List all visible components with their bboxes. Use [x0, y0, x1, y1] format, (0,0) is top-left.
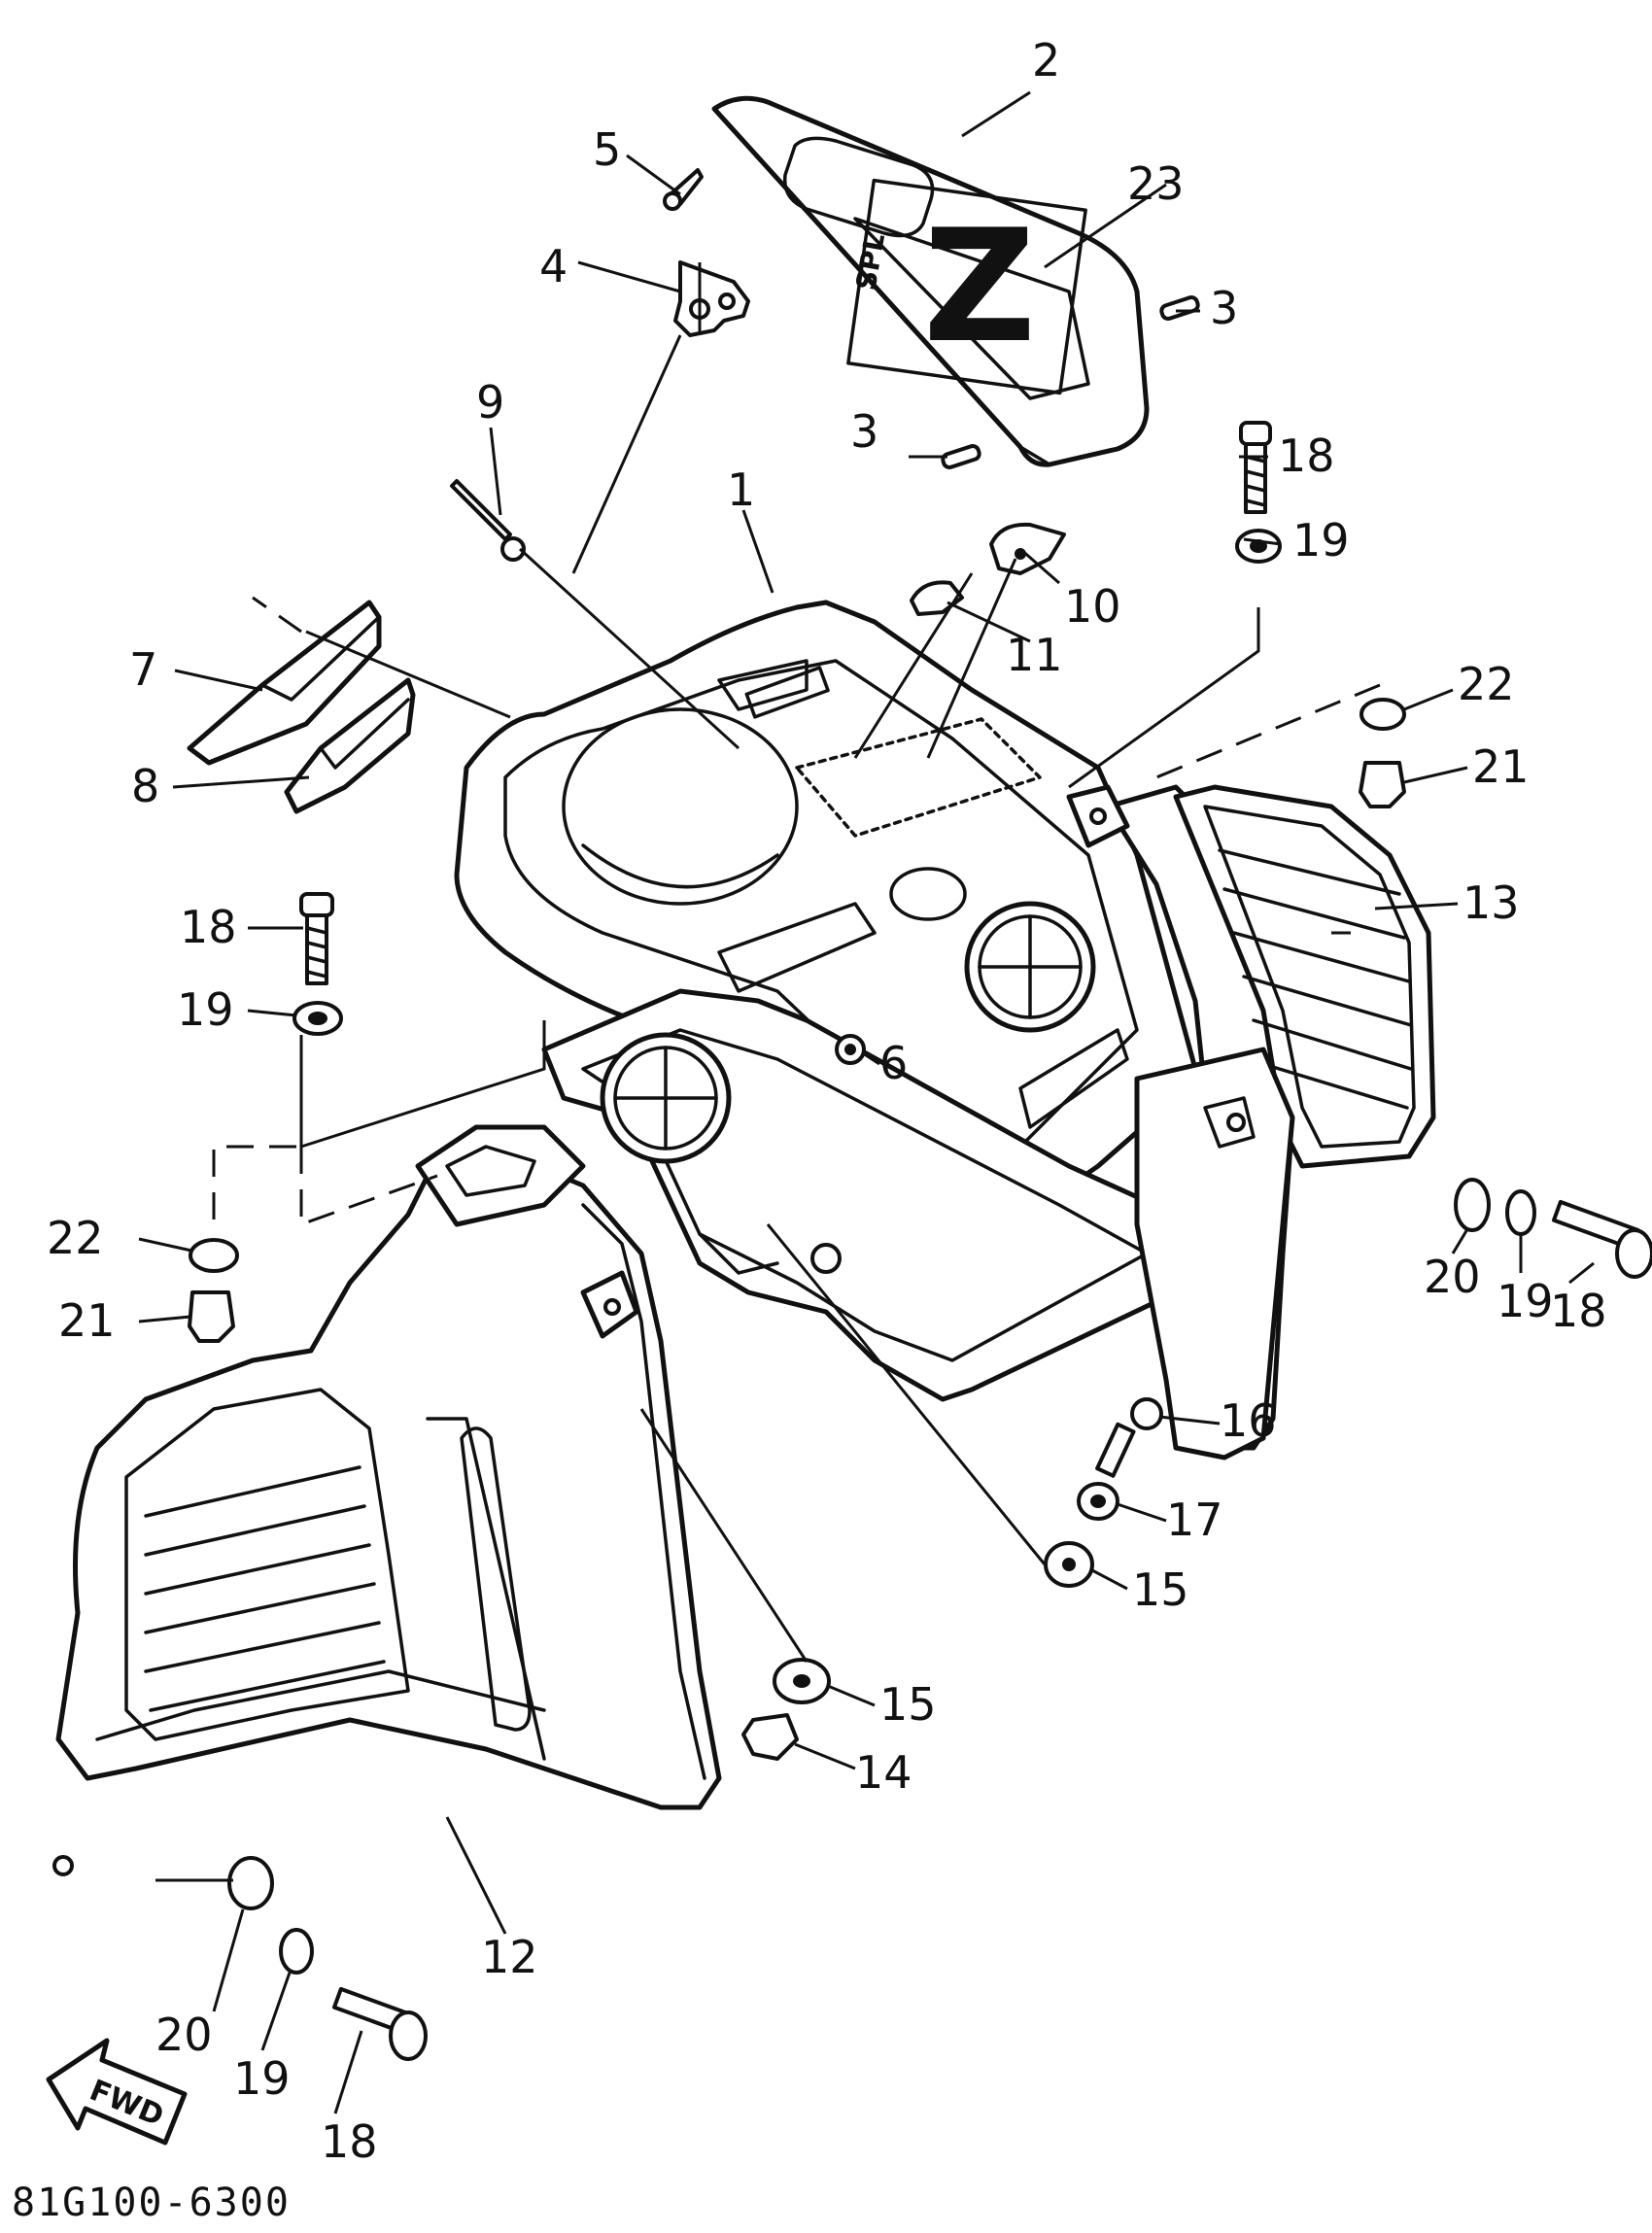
callout-labels: 2 23 3 3 5 4 9 1 10 11 7 8 18 19 22 21 1… [47, 34, 1607, 2168]
emblem-z-text: Z [923, 195, 1036, 377]
callout-19-right: 19 [1497, 1275, 1554, 1327]
emblem-23: Z SPL [849, 195, 1036, 377]
callout-16: 16 [1220, 1394, 1277, 1447]
part-19-nut-bottom-left [279, 1928, 314, 1975]
callout-18-bottom: 18 [321, 2115, 378, 2168]
callout-15-left: 15 [879, 1678, 937, 1731]
part-21-nut-right [1359, 761, 1406, 808]
part-18-bolt-right-side [1551, 1199, 1652, 1279]
diagram-code: 81G100-6300 [12, 2181, 291, 2225]
part-5-screw [663, 168, 704, 211]
part-22-washer-right [1359, 698, 1406, 731]
part-1-lower-panel [541, 988, 1179, 1402]
part-20-washer-bottom-left [227, 1856, 274, 1910]
part-18-bolt-left [299, 892, 334, 985]
part-3-pin-left [941, 444, 981, 469]
callout-22-left: 22 [47, 1212, 104, 1264]
callout-14: 14 [855, 1746, 912, 1799]
part-16-bolt [1095, 1397, 1163, 1478]
callout-2: 2 [1032, 34, 1060, 86]
part-6-grommet [835, 1034, 866, 1065]
part-20-washer-right [1454, 1178, 1491, 1232]
part-12-left-cover [52, 1134, 722, 1876]
callout-3-right: 3 [1210, 282, 1238, 334]
callout-12: 12 [481, 1931, 538, 1983]
callout-leaders [138, 90, 1595, 2114]
part-10-tab [989, 522, 1066, 575]
part-9-screw [450, 479, 526, 562]
part-3-pin-right [1159, 295, 1200, 321]
part-8-plate [284, 677, 416, 814]
part-12-upper-section [415, 1124, 586, 1227]
part-18-bolt-top-right [1239, 421, 1272, 514]
part-21-nut-left [188, 1290, 235, 1343]
part-19-nut-left [293, 1001, 343, 1036]
callout-23: 23 [1127, 157, 1185, 210]
callout-11: 11 [1006, 629, 1063, 681]
callout-19-bottom: 19 [233, 2052, 291, 2105]
callout-18-top: 18 [1278, 429, 1335, 482]
part-2-top-cover [711, 95, 1150, 467]
callout-20-right: 20 [1424, 1251, 1481, 1303]
part-15-nut-right [1044, 1541, 1094, 1588]
part-17-washer [1077, 1482, 1119, 1521]
part-19-nut-right-side [1505, 1189, 1536, 1236]
callout-22-right: 22 [1458, 658, 1515, 710]
callout-21-right: 21 [1472, 740, 1530, 793]
callout-17: 17 [1166, 1494, 1223, 1546]
callout-18-right: 18 [1550, 1285, 1607, 1337]
callout-1: 1 [727, 464, 755, 516]
callout-4: 4 [539, 240, 568, 292]
callout-10: 10 [1064, 580, 1121, 633]
part-15-nut-left [773, 1658, 831, 1704]
part-18-bolt-bottom-left [331, 1986, 428, 2061]
part-14-nut [741, 1713, 799, 1761]
assembly-lines [155, 262, 1381, 1882]
callout-9: 9 [476, 376, 504, 429]
forward-direction-arrow: FWD [46, 2038, 188, 2146]
callout-8: 8 [131, 760, 159, 812]
callout-3-left: 3 [850, 405, 878, 458]
callout-18-left: 18 [180, 901, 237, 953]
callout-19-left: 19 [177, 983, 234, 1036]
part-4-bracket [673, 260, 750, 337]
part-19-nut-top-right [1235, 529, 1282, 564]
callout-13: 13 [1463, 876, 1520, 929]
callout-6: 6 [879, 1037, 908, 1089]
callout-15-right: 15 [1132, 1563, 1189, 1616]
callout-19-top: 19 [1292, 514, 1350, 567]
callout-20-bottom: 20 [155, 2009, 213, 2061]
callout-5: 5 [593, 123, 621, 176]
callout-7: 7 [129, 643, 157, 696]
part-13-right-cover [1066, 784, 1436, 1460]
callout-21-left: 21 [58, 1294, 116, 1347]
part-1-dash-housing [454, 600, 1198, 1263]
part-22-washer-left [189, 1238, 239, 1273]
